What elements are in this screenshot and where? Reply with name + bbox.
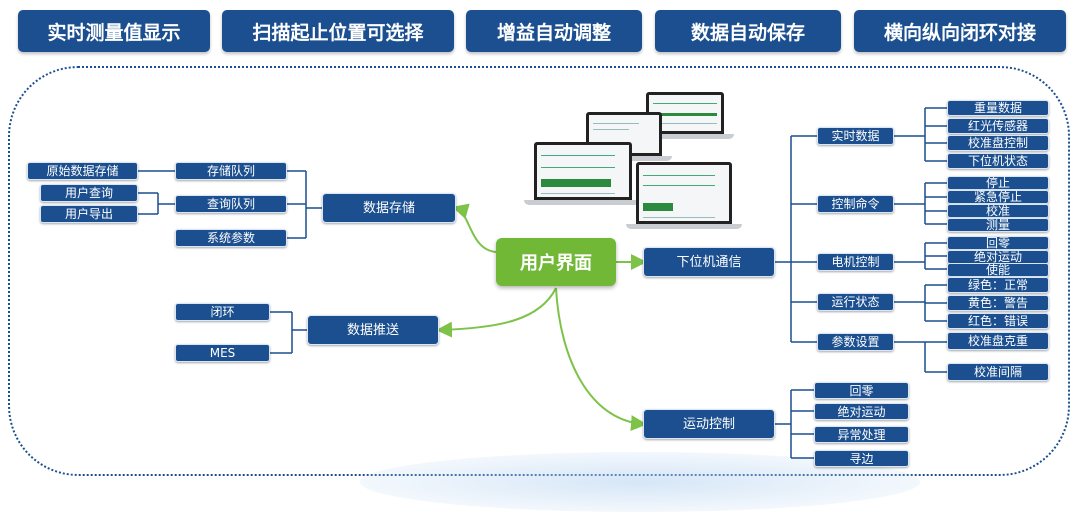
calib-disk-control-node: 校准盘控制: [947, 135, 1049, 151]
edge-finding-node: 寻边: [814, 450, 909, 467]
connector-lines: [138, 107, 947, 459]
closed-loop-node: 闭环: [175, 303, 270, 321]
calib-disk-weight-node: 校准盘克重: [947, 332, 1049, 350]
query-queue-node: 查询队列: [175, 195, 287, 213]
motion-absolute-node: 绝对运动: [814, 403, 909, 420]
mes-node: MES: [175, 344, 270, 362]
laptop-screenshot-1: [524, 142, 642, 205]
storage-queue-node: 存储队列: [175, 162, 287, 180]
status-green-node: 绿色：正常: [947, 277, 1049, 293]
system-params-node: 系统参数: [175, 229, 287, 247]
emergency-stop-node: 紧急停止: [947, 190, 1049, 204]
status-red-node: 红色：错误: [947, 313, 1049, 329]
param-settings-node: 参数设置: [817, 333, 894, 351]
data-push-node: 数据推送: [307, 315, 439, 345]
tab-realtime-display: 实时测量值显示: [18, 10, 210, 52]
motor-control-node: 电机控制: [817, 253, 894, 271]
lower-status-node: 下位机状态: [947, 153, 1049, 169]
calib-interval-node: 校准间隔: [947, 363, 1049, 381]
measure-node: 测量: [947, 218, 1049, 232]
motion-control-node: 运动控制: [643, 409, 775, 439]
stop-node: 停止: [947, 176, 1049, 190]
exception-handling-node: 异常处理: [814, 426, 909, 443]
raw-data-storage-node: 原始数据存储: [27, 162, 138, 180]
user-interface-node: 用户界面: [496, 238, 616, 286]
red-sensor-node: 红光传感器: [947, 118, 1049, 134]
status-yellow-node: 黄色：警告: [947, 295, 1049, 311]
motor-home-node: 回零: [947, 236, 1049, 250]
lower-comm-node: 下位机通信: [643, 247, 775, 277]
run-status-node: 运行状态: [817, 293, 894, 311]
motor-enable-node: 使能: [947, 263, 1049, 277]
motion-home-node: 回零: [814, 382, 909, 399]
laptop-screenshot-2: [626, 162, 742, 229]
realtime-data-node: 实时数据: [817, 127, 894, 145]
tab-auto-save: 数据自动保存: [655, 10, 841, 52]
user-export-node: 用户导出: [40, 205, 138, 223]
control-command-node: 控制命令: [817, 195, 894, 213]
tab-closed-loop: 横向纵向闭环对接: [854, 10, 1066, 52]
tab-scan-range: 扫描起止位置可选择: [222, 10, 454, 52]
weight-data-node: 重量数据: [947, 100, 1049, 116]
user-query-node: 用户查询: [40, 184, 138, 202]
calibrate-node: 校准: [947, 204, 1049, 218]
tab-auto-gain: 增益自动调整: [466, 10, 642, 52]
motor-absolute-move-node: 绝对运动: [947, 250, 1049, 264]
data-storage-node: 数据存储: [322, 193, 456, 223]
